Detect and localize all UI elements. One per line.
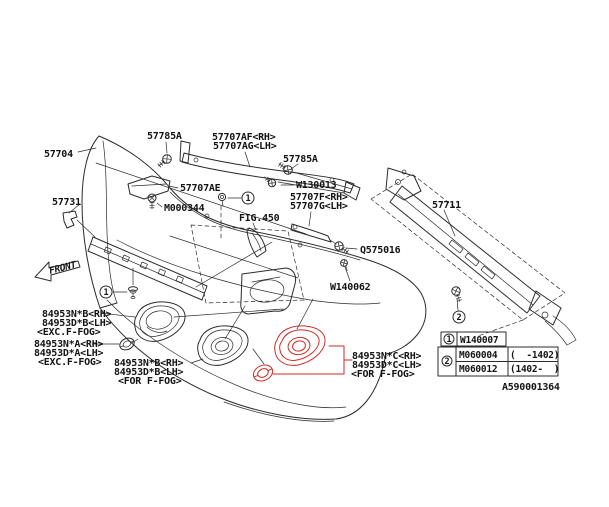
label-w140062: W140062 xyxy=(330,282,371,293)
label-57711: 57711 xyxy=(432,200,461,211)
label-57707ae: 57707AE xyxy=(180,183,221,194)
table-ref-1: 1 xyxy=(446,335,451,345)
callout-2-digit: 2 xyxy=(456,313,461,323)
fog-cover-b-exc xyxy=(134,301,186,342)
label-57707af: 57707AF<RH> xyxy=(212,132,276,143)
bracket-57707f-g xyxy=(290,223,337,245)
clip-callout1-bottom xyxy=(128,286,138,299)
label-cover-b-fog: 84953N*B<RH> 84953D*B<LH> <FOR F-FOG> xyxy=(114,358,184,387)
bolt-callout1-top xyxy=(217,192,227,207)
label-57785a-top: 57785A xyxy=(147,131,182,142)
label-cover-b-fog-1: 84953N*B<RH> xyxy=(114,358,183,369)
front-label: FRONT xyxy=(48,259,78,276)
bracket-57707af-ag xyxy=(179,140,361,201)
leader-lines xyxy=(68,141,459,365)
label-cover-b-exc-1: 84953N*B<RH> xyxy=(42,309,111,320)
callout-1-bottom: 1 xyxy=(99,285,113,299)
rivet-w140062 xyxy=(340,259,348,271)
label-fig450: FIG.450 xyxy=(239,213,280,224)
label-cover-b-fog-3: <FOR F-FOG> xyxy=(118,376,182,387)
bracket-57707ae xyxy=(127,175,171,200)
reference-table: 1 W140007 2 M060004 ( -1402) M060012 (14… xyxy=(437,331,559,377)
label-cover-b-fog-2: 84953D*B<LH> xyxy=(114,367,183,378)
table-part-m060004: M060004 xyxy=(459,350,498,361)
label-cover-a-exc: 84953N*A<RH> 84953D*A<LH> <EXC.F-FOG> xyxy=(34,339,104,368)
clip-57731 xyxy=(62,210,78,229)
fig450-part xyxy=(246,227,267,258)
table-range-m060004: ( -1402) xyxy=(510,350,559,361)
callout-2: 2 xyxy=(452,310,466,324)
label-57707ag: 57707AG<LH> xyxy=(213,141,277,152)
bolt-w130013 xyxy=(264,176,277,188)
label-cover-c-fog-3: <FOR F-FOG> xyxy=(351,369,415,380)
table-part-w140007: W140007 xyxy=(460,335,498,346)
label-57707f: 57707F<RH> xyxy=(290,192,348,203)
label-cover-c-fog: 84953N*C<RH> 84953D*C<LH> <FOR F-FOG> xyxy=(351,351,422,380)
callout-1-top: 1 xyxy=(241,191,255,205)
callout-1-top-digit: 1 xyxy=(245,194,250,204)
fog-cover-c-fog-highlighted xyxy=(274,325,326,366)
label-cover-b-exc-2: 84953D*B<LH> xyxy=(42,318,111,329)
label-cover-b-exc-3: <EXC.F-FOG> xyxy=(37,327,101,338)
label-w130013: W130013 xyxy=(296,180,337,191)
label-cover-a-exc-1: 84953N*A<RH> xyxy=(34,339,103,350)
table-range-m060012: (1402- ) xyxy=(510,364,559,375)
front-direction-arrow: FRONT xyxy=(34,259,81,282)
bolt-callout2 xyxy=(451,286,462,302)
label-cover-a-exc-3: <EXC.F-FOG> xyxy=(38,357,102,368)
label-57707g: 57707G<LH> xyxy=(290,201,348,212)
highlight-leader-bracket xyxy=(272,345,353,375)
callout-1-bottom-digit: 1 xyxy=(103,288,108,298)
table-part-m060012: M060012 xyxy=(459,364,497,375)
label-57704: 57704 xyxy=(44,149,73,160)
label-cover-c-fog-1: 84953N*C<RH> xyxy=(352,351,421,362)
label-q575016: Q575016 xyxy=(360,245,401,256)
label-57785a-right: 57785A xyxy=(283,154,318,165)
label-57731: 57731 xyxy=(52,197,81,208)
bolt-57785a-right xyxy=(278,162,293,175)
bolt-57785a-top xyxy=(157,154,172,168)
label-cover-c-fog-2: 84953D*C<LH> xyxy=(352,360,421,371)
doc-number: A590001364 xyxy=(502,382,560,393)
table-ref-2: 2 xyxy=(444,357,449,367)
bolt-q575016 xyxy=(334,241,349,254)
fog-cover-b-fog xyxy=(197,325,249,366)
label-cover-a-exc-2: 84953D*A<LH> xyxy=(34,348,103,359)
grommet-a xyxy=(119,337,135,351)
grommet-c-highlighted xyxy=(252,364,274,382)
label-m000344: M000344 xyxy=(164,203,205,214)
beam-57711 xyxy=(370,167,577,346)
bolt-m000344 xyxy=(147,193,157,210)
label-cover-b-exc: 84953N*B<RH> 84953D*B<LH> <EXC.F-FOG> xyxy=(37,309,112,338)
